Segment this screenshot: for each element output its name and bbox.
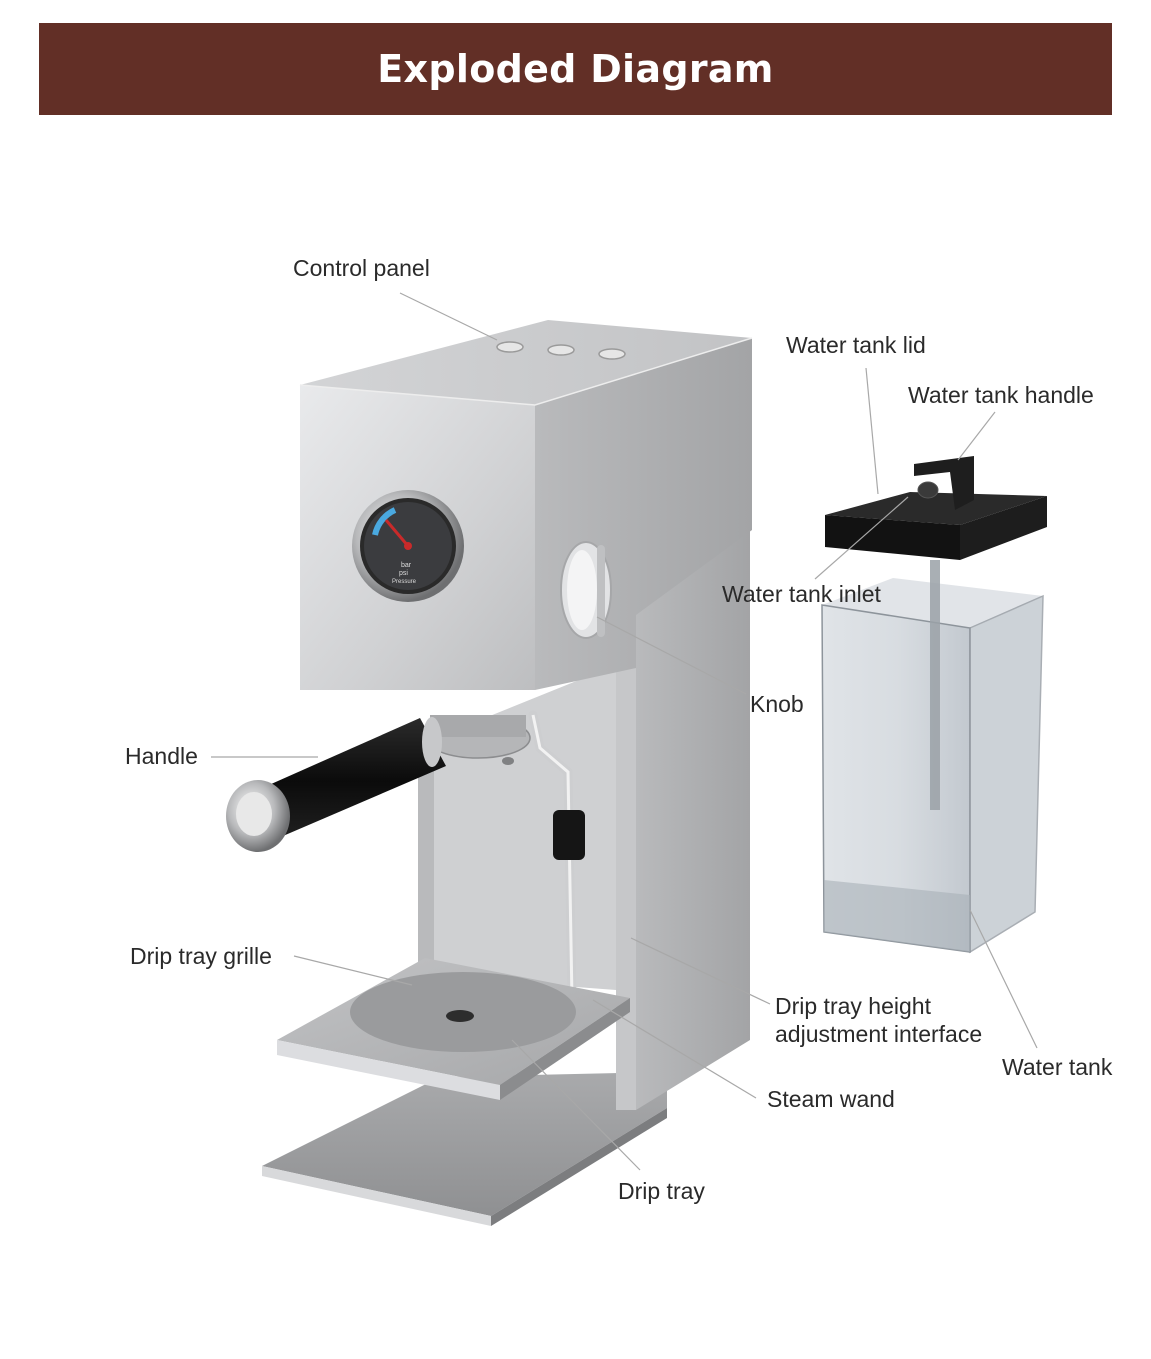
drip-tray [277, 958, 630, 1100]
header-banner: Exploded Diagram [39, 23, 1112, 115]
label-water-tank-lid: Water tank lid [786, 332, 926, 358]
label-control-panel: Control panel [293, 255, 430, 281]
leader-drip-tray-height [630, 937, 771, 1005]
label-water-tank: Water tank [1002, 1054, 1113, 1080]
leader-steam-wand [592, 999, 757, 1099]
label-handle: Handle [125, 743, 198, 769]
leader-water-tank-handle [957, 411, 996, 461]
pressure-gauge: bar psi Pressure [352, 490, 464, 602]
leader-drip-tray-grille [293, 955, 413, 986]
water-tank [821, 560, 1044, 954]
label-steam-wand: Steam wand [767, 1086, 895, 1112]
gauge-unit-psi: psi [399, 570, 408, 577]
control-panel [496, 341, 626, 360]
leader-water-tank-inlet [814, 496, 909, 580]
power-button-icon [496, 341, 524, 353]
water-tank-handle [914, 456, 974, 510]
label-drip-tray-height-line2: adjustment interface [775, 1021, 983, 1047]
page-title: Exploded Diagram [377, 47, 774, 91]
label-water-tank-handle: Water tank handle [908, 382, 1094, 408]
knob [560, 541, 612, 639]
single-shot-button-icon [547, 344, 575, 356]
leader-control-panel [399, 292, 498, 341]
water-tank-inlet [917, 481, 939, 499]
label-drip-tray: Drip tray [618, 1178, 705, 1204]
label-drip-tray-height-line1: Drip tray height [775, 993, 931, 1019]
base-plate [262, 1072, 667, 1226]
leader-water-tank [969, 909, 1038, 1049]
leader-knob [596, 616, 747, 695]
label-knob: Knob [750, 691, 804, 717]
steam-button-icon [598, 348, 626, 360]
leader-water-tank-lid [865, 367, 879, 495]
gauge-unit-bar: bar [401, 562, 412, 569]
gauge-caption: Pressure [392, 579, 417, 585]
steam-wand [528, 710, 585, 1005]
leader-drip-tray [511, 1039, 641, 1171]
portafilter [226, 715, 531, 852]
label-water-tank-inlet: Water tank inlet [722, 581, 881, 607]
label-drip-tray-grille: Drip tray grille [130, 943, 272, 969]
leader-lines [211, 292, 1038, 1171]
water-tank-lid [825, 456, 1047, 560]
